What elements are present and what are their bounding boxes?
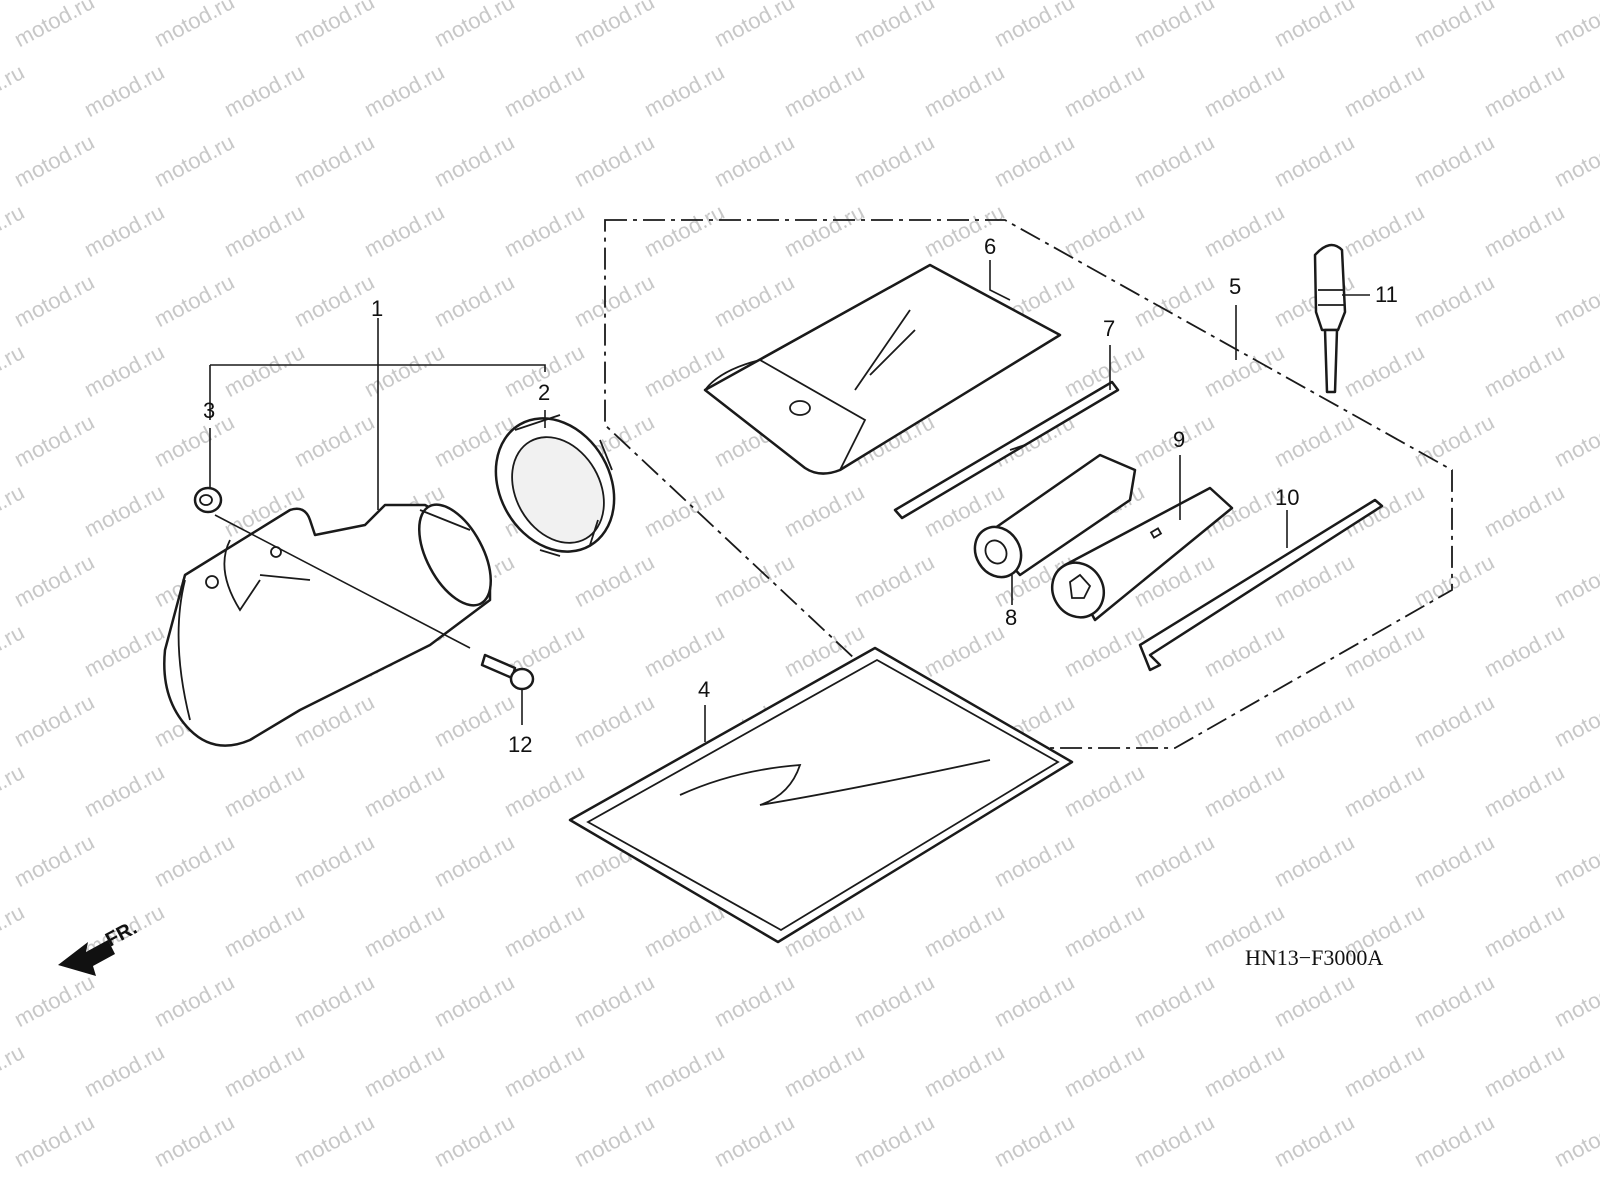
diagram-code: HN13−F3000A xyxy=(1245,945,1383,970)
part-screwdriver[interactable] xyxy=(893,380,1120,520)
part-box-wrench[interactable] xyxy=(1042,486,1234,627)
callout-8: 8 xyxy=(1005,605,1017,630)
callout-4: 4 xyxy=(698,677,710,702)
part-ring-cap[interactable] xyxy=(472,397,637,573)
part-tool-pouch[interactable] xyxy=(703,263,1062,475)
tool-kit-boundary xyxy=(604,219,1453,749)
callout-11: 11 xyxy=(1375,282,1398,307)
front-arrow-icon xyxy=(58,940,115,976)
part-bolt[interactable] xyxy=(480,653,535,691)
callout-9: 9 xyxy=(1173,427,1185,452)
leader-lines xyxy=(209,260,1370,742)
callout-3: 3 xyxy=(203,398,215,423)
part-nut[interactable] xyxy=(193,486,223,514)
part-canister[interactable] xyxy=(163,493,505,747)
part-hex-key[interactable] xyxy=(1138,498,1384,672)
callout-12: 12 xyxy=(508,732,532,757)
callout-1: 1 xyxy=(371,296,383,321)
part-socket-wrench[interactable] xyxy=(966,453,1137,586)
part-manual-bag[interactable] xyxy=(568,646,1074,944)
callout-6: 6 xyxy=(984,234,996,259)
callout-labels: 1 2 3 4 5 6 7 8 9 10 11 12 xyxy=(203,234,1398,757)
callout-2: 2 xyxy=(538,380,550,405)
callout-7: 7 xyxy=(1103,316,1115,341)
callout-5: 5 xyxy=(1229,274,1241,299)
part-screwdriver-handle[interactable] xyxy=(1313,243,1347,394)
callout-10: 10 xyxy=(1275,485,1299,510)
direction-indicator: FR. xyxy=(58,917,141,976)
